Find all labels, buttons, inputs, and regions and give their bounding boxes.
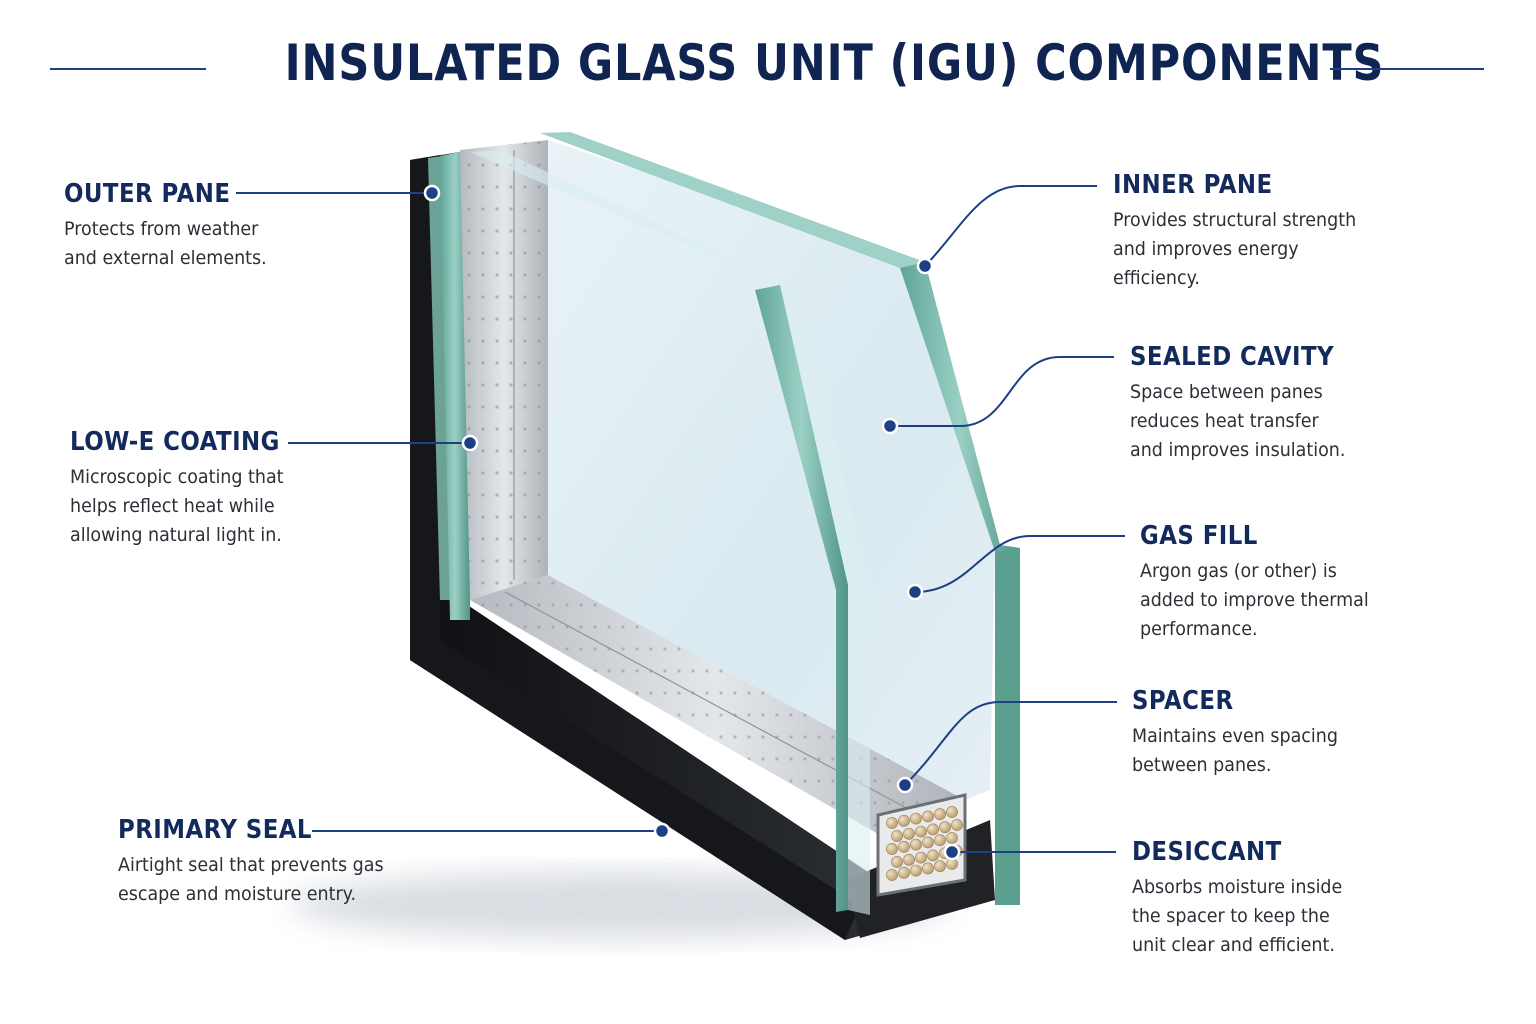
label-inner-pane-desc: Provides structural strength and improve… — [1113, 206, 1356, 293]
desiccant-bead — [922, 810, 934, 823]
desiccant-bead — [951, 819, 963, 831]
desiccant-bead — [915, 825, 927, 838]
label-primary-seal-desc: Airtight seal that prevents gas escape a… — [118, 851, 384, 909]
desc-line: reduces heat transfer — [1130, 410, 1319, 432]
marker-spacer — [896, 776, 914, 794]
desc-line: added to improve thermal — [1140, 589, 1369, 611]
leader-spacer — [904, 701, 1117, 786]
desiccant-bead — [891, 830, 903, 842]
desiccant-bead — [910, 864, 922, 877]
desiccant-bead — [903, 827, 915, 840]
desc-line: and external elements. — [64, 247, 267, 269]
outer-pane — [428, 150, 470, 620]
desiccant-bead — [898, 866, 910, 879]
desiccant-bead — [927, 823, 939, 836]
title-rule-right — [1330, 68, 1484, 70]
label-gas-fill-heading: GAS FILL — [1140, 521, 1258, 551]
title-rule-left — [50, 68, 206, 70]
marker-sealed-cavity — [881, 417, 899, 435]
desiccant-bead — [898, 814, 910, 827]
desiccant-bead — [946, 806, 958, 818]
desc-line: Provides structural strength — [1113, 209, 1357, 231]
title-row: INSULATED GLASS UNIT (IGU) COMPONENTS — [0, 28, 1536, 108]
label-primary-seal-heading: PRIMARY SEAL — [118, 815, 312, 845]
marker-outer-pane — [423, 184, 441, 202]
label-sealed-cavity: SEALED CAVITY Space between panes reduce… — [1130, 341, 1364, 465]
spacer-vertical — [460, 140, 548, 600]
label-gas-fill: GAS FILL Argon gas (or other) is added t… — [1140, 520, 1389, 644]
desc-line: between panes. — [1132, 754, 1272, 776]
label-inner-pane-heading: INNER PANE — [1113, 170, 1273, 200]
desc-line: performance. — [1140, 618, 1258, 640]
label-outer-pane: OUTER PANE Protects from weather and ext… — [64, 178, 284, 273]
label-gas-fill-desc: Argon gas (or other) is added to improve… — [1140, 557, 1369, 644]
label-desiccant-desc: Absorbs moisture inside the spacer to ke… — [1132, 873, 1342, 960]
label-outer-pane-desc: Protects from weather and external eleme… — [64, 215, 267, 273]
desc-line: the spacer to keep the — [1132, 905, 1330, 927]
label-low-e-desc: Microscopic coating that helps reflect h… — [70, 463, 289, 550]
marker-inner-pane — [916, 257, 934, 275]
page-title: INSULATED GLASS UNIT (IGU) COMPONENTS — [284, 34, 1385, 92]
desc-line: allowing natural light in. — [70, 524, 282, 546]
desc-line: helps reflect heat while — [70, 495, 275, 517]
desiccant-bead — [927, 849, 939, 862]
markers — [423, 184, 961, 861]
desiccant-bead — [915, 851, 927, 864]
label-spacer-heading: SPACER — [1132, 686, 1234, 716]
label-desiccant-heading: DESICCANT — [1132, 837, 1282, 867]
desc-line: Protects from weather — [64, 218, 259, 240]
inner-pane — [540, 132, 1020, 905]
leader-inner-pane — [924, 185, 1097, 267]
label-inner-pane: INNER PANE Provides structural strength … — [1113, 169, 1377, 293]
marker-gas-fill — [906, 583, 924, 601]
label-sealed-cavity-heading: SEALED CAVITY — [1130, 342, 1335, 372]
label-low-e-heading: LOW-E COATING — [70, 427, 280, 457]
desiccant-bead — [910, 838, 922, 851]
desiccant-bead — [934, 834, 946, 847]
label-outer-pane-heading: OUTER PANE — [64, 179, 231, 209]
leader-sealed-cavity — [890, 356, 1114, 427]
marker-desiccant — [943, 843, 961, 861]
label-primary-seal: PRIMARY SEAL Airtight seal that prevents… — [118, 814, 407, 909]
desc-line: and improves insulation. — [1130, 439, 1346, 461]
desc-line: Absorbs moisture inside — [1132, 876, 1343, 898]
desc-line: and improves energy — [1113, 238, 1299, 260]
desc-line: Space between panes — [1130, 381, 1323, 403]
label-spacer: SPACER Maintains even spacing between pa… — [1132, 685, 1356, 780]
desiccant-bead — [886, 869, 898, 881]
desiccant-bead — [939, 821, 951, 834]
desiccant-bead — [946, 832, 958, 844]
desiccant-chamber — [876, 793, 967, 897]
desc-line: unit clear and efficient. — [1132, 934, 1335, 956]
middle-pane — [470, 150, 870, 915]
desiccant-bead — [910, 812, 922, 825]
leaders — [236, 185, 1125, 853]
desiccant-bead — [891, 856, 903, 868]
desiccant-beads — [886, 806, 963, 881]
marker-primary-seal — [653, 822, 671, 840]
desc-line: Maintains even spacing — [1132, 725, 1338, 747]
label-sealed-cavity-desc: Space between panes reduces heat transfe… — [1130, 378, 1345, 465]
desc-line: efficiency. — [1113, 267, 1200, 289]
desiccant-bead — [934, 860, 946, 873]
desiccant-bead — [886, 843, 898, 855]
desc-line: escape and moisture entry. — [118, 883, 357, 905]
desc-line: Microscopic coating that — [70, 466, 284, 488]
desiccant-bead — [922, 862, 934, 875]
desiccant-bead — [903, 853, 915, 866]
label-spacer-desc: Maintains even spacing between panes. — [1132, 722, 1338, 780]
desiccant-bead — [922, 836, 934, 849]
desiccant-bead — [934, 808, 946, 821]
desiccant-bead — [886, 817, 898, 829]
desc-line: Argon gas (or other) is — [1140, 560, 1337, 582]
desiccant-bead — [898, 840, 910, 853]
desc-line: Airtight seal that prevents gas — [118, 854, 384, 876]
label-low-e-coating: LOW-E COATING Microscopic coating that h… — [70, 426, 308, 550]
marker-low-e — [461, 434, 479, 452]
glass-cavity — [548, 140, 995, 800]
label-desiccant: DESICCANT Absorbs moisture inside the sp… — [1132, 836, 1361, 960]
leader-gas-fill — [914, 535, 1125, 593]
